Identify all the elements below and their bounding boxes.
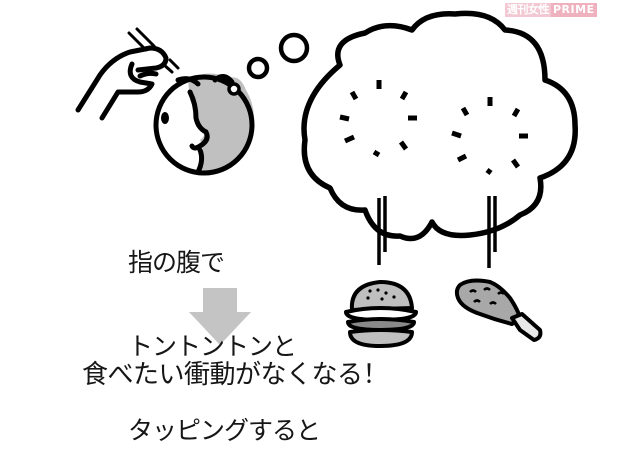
sparkle-right-icon [451,97,528,175]
person-head-icon [153,73,255,176]
instruction-text: 指の腹で トントントンと タッピングすると [128,193,321,473]
instruction-line-2: トントントンと [128,332,297,361]
watermark-en: PRIME [551,3,597,17]
watermark-logo: 週刊女性 PRIME [505,3,597,17]
result-text: 食べたい衝動がなくなる！ [82,360,389,390]
tapping-hand-icon [75,27,180,121]
down-arrow-icon [189,288,251,345]
illustration [75,10,578,348]
chicken-drumstick-icon [454,278,543,342]
instruction-line-3: タッピングすると [128,416,321,445]
sparkle-left-icon [339,80,417,158]
thought-bubble-small [246,56,270,80]
instruction-line-1: 指の腹で [128,248,225,277]
hamburger-icon [344,280,418,348]
thought-bubble-medium [278,32,310,64]
thought-cloud-icon [301,10,578,242]
motion-lines [377,196,497,268]
watermark-jp: 週刊女性 [505,3,551,17]
